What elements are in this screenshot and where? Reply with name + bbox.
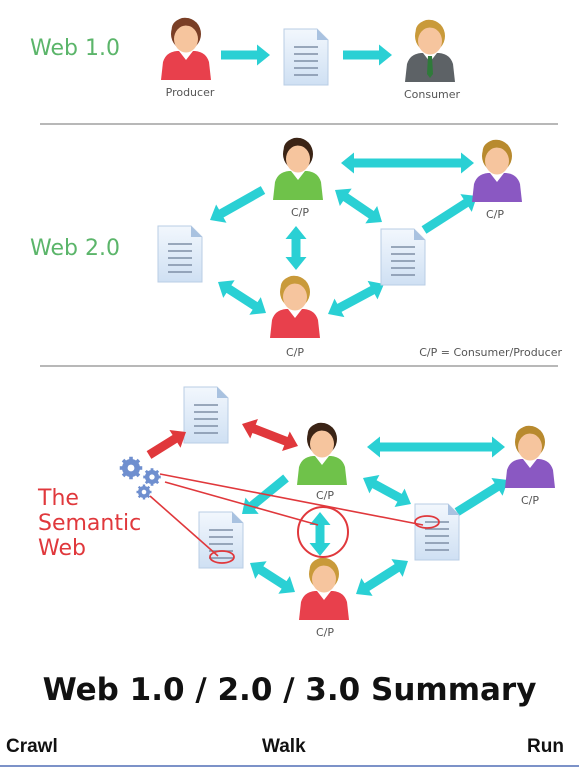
web2-cp-green-icon <box>273 137 323 200</box>
web2-document-icon-left <box>157 225 203 283</box>
footer-rule <box>0 765 579 767</box>
documents-layer <box>157 28 460 569</box>
web2-document-icon-right <box>380 228 426 286</box>
web2-cp-label-red: C/P <box>285 346 305 359</box>
web3-cp-red-icon <box>299 557 349 620</box>
web3-cp-label-green: C/P <box>315 489 335 502</box>
consumer-person-icon <box>405 19 455 82</box>
semantic-web-label-line2: Semantic <box>38 511 142 536</box>
web1-arrow-producer-to-document <box>221 44 270 66</box>
footer-walk: Walk <box>262 736 306 757</box>
web1-arrow-document-to-consumer <box>343 44 392 66</box>
gear-icon-medium <box>143 468 161 486</box>
footer-crawl: Crawl <box>6 736 58 757</box>
semantic-web-label: The Semantic Web <box>38 486 141 561</box>
web3-arrow-green-docright <box>363 474 412 508</box>
web3-cp-label-red: C/P <box>315 626 335 639</box>
web3-document-icon-top <box>183 386 229 444</box>
page-title: Web 1.0 / 2.0 / 3.0 Summary <box>42 672 537 708</box>
web2-arrow-docleft-red <box>218 280 267 315</box>
gear-icon-small <box>136 484 152 500</box>
people-layer <box>161 17 555 620</box>
web3-arrow-gears-to-document <box>146 429 186 459</box>
web2-label: Web 2.0 <box>30 236 120 261</box>
semantic-web-label-line3: Web <box>38 536 86 561</box>
producer-person-icon <box>161 17 211 80</box>
web3-arrow-document-green <box>242 418 298 452</box>
semantic-layer <box>119 418 440 564</box>
web2-arrow-green-purple <box>341 152 474 174</box>
web2-arrow-green-red <box>285 226 307 270</box>
web3-arrow-green-purple <box>367 436 505 458</box>
cp-legend: C/P = Consumer/Producer <box>419 346 562 359</box>
web2-cp-red-icon <box>270 275 320 338</box>
web3-arrow-docleft-red <box>250 561 295 594</box>
web3-document-icon-left <box>198 511 244 569</box>
web3-arrow-green-docleft <box>241 474 289 515</box>
web2-cp-label-green: C/P <box>290 206 310 219</box>
web3-arrow-docright-red <box>356 559 408 596</box>
semantic-highlight-circle <box>297 506 349 558</box>
web2-cp-label-purple: C/P <box>485 208 505 221</box>
web1-label: Web 1.0 <box>30 36 120 61</box>
semantic-link-line-center <box>164 481 319 526</box>
web2-cp-purple-icon <box>472 139 522 202</box>
web2-arrow-docright-purple <box>421 194 477 234</box>
semantic-web-label-line1: The <box>38 486 79 511</box>
web3-cp-label-purple: C/P <box>520 494 540 507</box>
producer-label: Producer <box>165 86 215 99</box>
web3-cp-green-icon <box>297 422 347 485</box>
semantic-highlight-ellipse-right <box>414 515 440 529</box>
arrows-layer <box>209 44 509 596</box>
web2-arrow-green-docright <box>335 188 383 224</box>
gear-icon-large <box>119 456 143 480</box>
consumer-label: Consumer <box>403 88 461 101</box>
web2-arrow-docright-red <box>328 280 384 318</box>
web3-arrow-green-red <box>309 512 331 556</box>
semantic-highlight-ellipse-left <box>209 550 235 564</box>
semantic-link-line-left <box>149 495 219 557</box>
web3-document-icon-right <box>414 503 460 561</box>
web3-cp-purple-icon <box>505 425 555 488</box>
footer-run: Run <box>527 736 564 757</box>
web3-arrow-docright-purple <box>454 478 509 516</box>
web2-arrow-green-docleft <box>209 186 266 223</box>
semantic-link-line-right <box>159 473 424 526</box>
web1-document-icon <box>283 28 329 86</box>
